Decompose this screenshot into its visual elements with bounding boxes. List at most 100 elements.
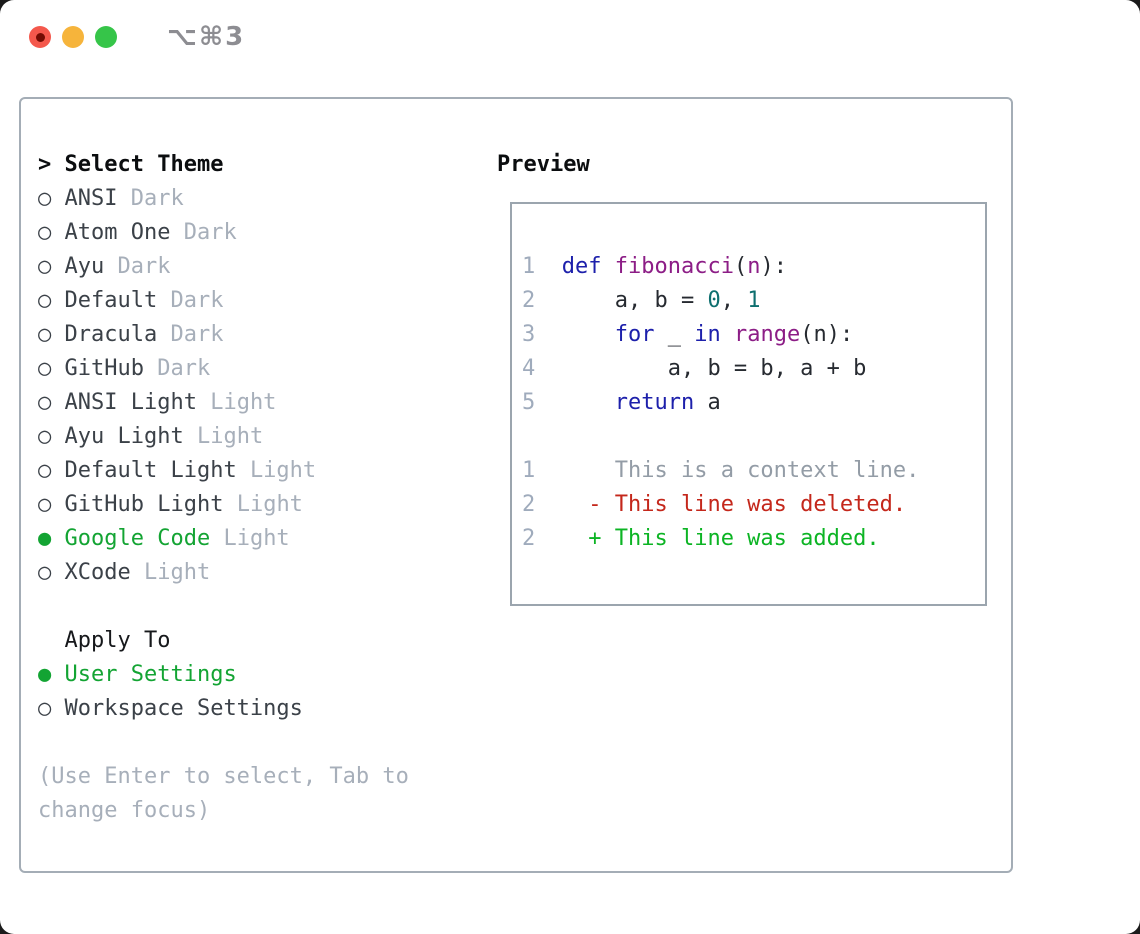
radio-unselected-icon: ○ [38,492,52,517]
radio-unselected-icon: ○ [38,288,52,313]
code-token: def [561,254,602,279]
line-number: 2 [522,526,536,551]
code-line-3: 3 for _ in range(n): [522,318,985,352]
apply-option-user-settings[interactable]: ● User Settings [38,658,409,692]
theme-variant-label: Dark [170,322,224,347]
code-token [721,322,734,347]
theme-variant-label: Dark [117,254,171,279]
theme-option-atom-one[interactable]: ○ Atom One Dark [38,216,409,250]
theme-option-ayu-light[interactable]: ○ Ayu Light Light [38,420,409,454]
code-token: range [733,322,801,347]
minimize-button[interactable] [62,26,84,48]
theme-name: Google Code [64,526,211,551]
theme-name: Atom One [64,220,171,245]
theme-option-ayu[interactable]: ○ Ayu Dark [38,250,409,284]
line-number: 2 [522,492,536,517]
zoom-button[interactable] [95,26,117,48]
radio-unselected-icon: ○ [38,186,52,211]
radio-unselected-icon: ○ [38,254,52,279]
code-token: for [614,322,655,347]
theme-option-github[interactable]: ○ GitHub Dark [38,352,409,386]
focus-caret-icon: > [38,152,52,177]
radio-unselected-icon: ○ [38,356,52,381]
theme-name: GitHub Light [64,492,224,517]
code-token [562,322,615,347]
line-number: 3 [522,322,536,347]
radio-unselected-icon: ○ [38,390,52,415]
theme-option-google-code[interactable]: ● Google Code Light [38,522,409,556]
line-number: 1 [522,254,536,279]
theme-variant-label: Light [196,424,264,449]
code-line-5: 5 return a [522,386,985,420]
code-token: 1 [747,288,761,313]
select-theme-header: > Select Theme [38,152,224,177]
spacer-row [38,590,409,624]
radio-unselected-icon: ○ [38,560,52,585]
theme-variant-label: Light [236,492,303,517]
code-token: , [720,288,748,313]
theme-variant-label: Light [223,526,290,551]
theme-option-xcode[interactable]: ○ XCode Light [38,556,409,590]
close-button[interactable] [29,26,51,48]
theme-option-ansi[interactable]: ○ ANSI Dark [38,182,409,216]
radio-unselected-icon: ○ [38,696,52,721]
theme-option-ansi-light[interactable]: ○ ANSI Light Light [38,386,409,420]
titlebar: ⌥⌘3 [0,0,1140,76]
theme-list: ○ ANSI Dark○ Atom One Dark○ Ayu Dark○ De… [38,182,409,590]
code-token: (n): [800,322,854,347]
apply-to-header: Apply To [64,628,171,653]
theme-picker-left-column: > Select Theme ○ ANSI Dark○ Atom One Dar… [38,148,409,828]
diff-text: This line was added. [614,526,880,551]
code-line-4: 4 a, b = b, a + b [522,352,985,386]
line-number: 4 [522,356,536,381]
diff-marker-added: + [588,526,602,551]
theme-name: Default [64,288,158,313]
theme-variant-label: Light [210,390,277,415]
radio-unselected-icon: ○ [38,220,52,245]
help-text-line-1: (Use Enter to select, Tab to [38,764,409,789]
diff-line-deleted: 2 - This line was deleted. [522,488,985,522]
code-token: a, b = b, a + b [561,356,867,381]
theme-option-github-light[interactable]: ○ GitHub Light Light [38,488,409,522]
apply-option-label: Workspace Settings [64,696,303,721]
radio-unselected-icon: ○ [38,424,52,449]
code-token: a [694,390,721,415]
theme-option-default-light[interactable]: ○ Default Light Light [38,454,409,488]
theme-option-dracula[interactable]: ○ Dracula Dark [38,318,409,352]
modified-dot-icon [35,32,45,42]
theme-variant-label: Light [143,560,211,585]
theme-picker-panel: > Select Theme ○ ANSI Dark○ Atom One Dar… [19,97,1013,873]
apply-to-options: ● User Settings○ Workspace Settings [38,658,409,726]
radio-selected-icon: ● [38,526,52,551]
code-line-2: 2 a, b = 0, 1 [522,284,985,318]
window-shortcut-label: ⌥⌘3 [167,22,246,52]
theme-name: ANSI Light [64,390,197,415]
theme-name: Dracula [64,322,158,347]
preview-header: Preview [497,152,590,177]
theme-name: Default Light [64,458,237,483]
code-token: n [747,254,761,279]
theme-name: GitHub [64,356,144,381]
diff-preview: 1 This is a context line.2 - This line w… [522,454,985,556]
radio-unselected-icon: ○ [38,322,52,347]
code-token: _ [654,322,695,347]
theme-variant-label: Dark [170,288,224,313]
code-token: in [694,322,721,347]
radio-selected-icon: ● [38,662,52,687]
apply-option-workspace-settings[interactable]: ○ Workspace Settings [38,692,409,726]
code-token: return [614,390,695,415]
theme-variant-label: Light [249,458,317,483]
code-token: ( [733,254,748,279]
apply-option-label: User Settings [64,662,237,687]
diff-text: This is a context line. [614,458,920,483]
code-token: fibonacci [614,254,734,279]
code-line-1: 1 def fibonacci(n): [522,250,985,284]
theme-variant-label: Dark [183,220,237,245]
theme-option-default[interactable]: ○ Default Dark [38,284,409,318]
theme-variant-label: Dark [157,356,211,381]
diff-text: This line was deleted. [614,492,907,517]
line-number: 5 [522,390,536,415]
